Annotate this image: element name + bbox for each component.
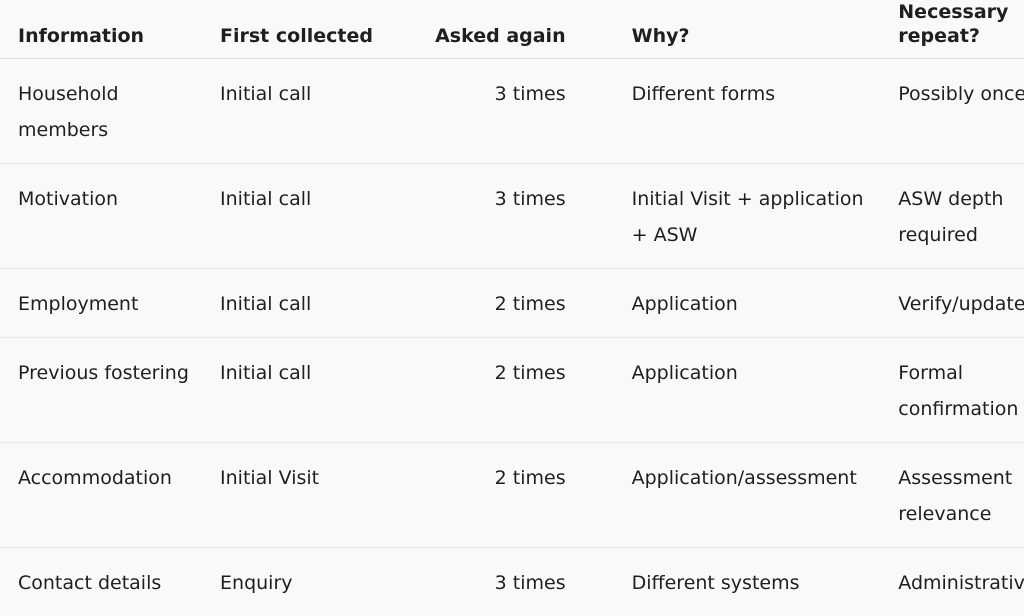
table-row: Motivation Initial call 3 times Initial … — [0, 164, 1024, 269]
header-why: Why? — [614, 0, 881, 59]
table-row: Household members Initial call 3 times D… — [0, 59, 1024, 164]
header-information: Information — [0, 0, 202, 59]
cell-first-collected: Initial call — [202, 338, 399, 443]
cell-why: Different systems — [614, 548, 881, 616]
cell-necessary-repeat: Possibly once — [880, 59, 1024, 164]
cell-asked-again: 2 times — [399, 338, 614, 443]
cell-why: Application — [614, 338, 881, 443]
cell-why: Application — [614, 269, 881, 338]
cell-information: Household members — [0, 59, 202, 164]
table-row: Employment Initial call 2 times Applicat… — [0, 269, 1024, 338]
cell-asked-again: 2 times — [399, 269, 614, 338]
cell-first-collected: Initial Visit — [202, 443, 399, 548]
cell-necessary-repeat: ASW depth required — [880, 164, 1024, 269]
cell-necessary-repeat: Formal confirmation — [880, 338, 1024, 443]
table-header-row: Information First collected Asked again … — [0, 0, 1024, 59]
cell-asked-again: 3 times — [399, 59, 614, 164]
cell-first-collected: Initial call — [202, 59, 399, 164]
cell-information: Contact details — [0, 548, 202, 616]
cell-information: Previous fostering — [0, 338, 202, 443]
table-row: Contact details Enquiry 3 times Differen… — [0, 548, 1024, 616]
cell-necessary-repeat: Administrative — [880, 548, 1024, 616]
cell-first-collected: Enquiry — [202, 548, 399, 616]
cell-necessary-repeat: Verify/update — [880, 269, 1024, 338]
cell-asked-again: 3 times — [399, 164, 614, 269]
cell-first-collected: Initial call — [202, 164, 399, 269]
header-asked-again: Asked again — [399, 0, 614, 59]
cell-asked-again: 3 times — [399, 548, 614, 616]
header-necessary-repeat: Necessary repeat? — [880, 0, 1024, 59]
cell-information: Motivation — [0, 164, 202, 269]
cell-why: Application/assessment — [614, 443, 881, 548]
header-first-collected: First collected — [202, 0, 399, 59]
cell-why: Initial Visit + application + ASW — [614, 164, 881, 269]
cell-why: Different forms — [614, 59, 881, 164]
table-row: Previous fostering Initial call 2 times … — [0, 338, 1024, 443]
cell-necessary-repeat: Assessment relevance — [880, 443, 1024, 548]
cell-information: Accommodation — [0, 443, 202, 548]
table-row: Accommodation Initial Visit 2 times Appl… — [0, 443, 1024, 548]
cell-information: Employment — [0, 269, 202, 338]
cell-asked-again: 2 times — [399, 443, 614, 548]
cell-first-collected: Initial call — [202, 269, 399, 338]
